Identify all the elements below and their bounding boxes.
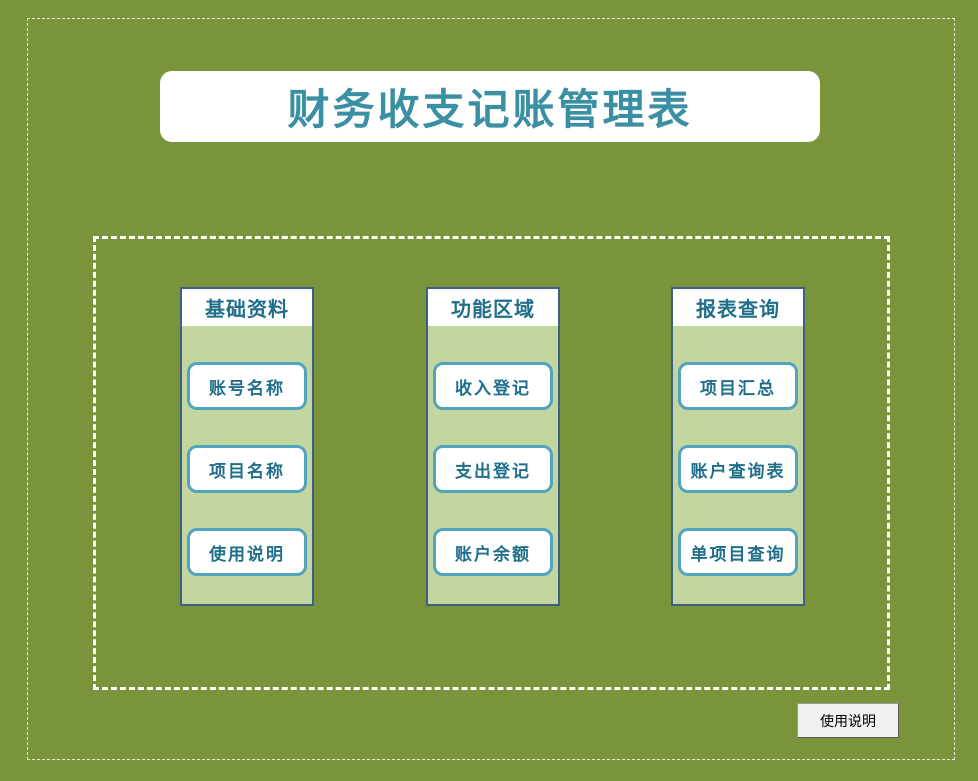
income-entry-button[interactable]: 收入登记 <box>433 362 553 410</box>
panel-header-reports: 报表查询 <box>673 289 803 326</box>
item-name-button[interactable]: 项目名称 <box>187 445 307 493</box>
panel-reports: 报表查询 项目汇总 账户查询表 单项目查询 <box>671 287 805 606</box>
expense-entry-button[interactable]: 支出登记 <box>433 445 553 493</box>
panel-header-functions: 功能区域 <box>428 289 558 326</box>
panel-functions: 功能区域 收入登记 支出登记 账户余额 <box>426 287 560 606</box>
title-banner: 财务收支记账管理表 <box>160 71 820 142</box>
help-button[interactable]: 使用说明 <box>797 703 899 738</box>
item-summary-button[interactable]: 项目汇总 <box>678 362 798 410</box>
single-item-query-button[interactable]: 单项目查询 <box>678 528 798 576</box>
inner-dashed-frame <box>93 236 890 690</box>
outer-dashed-frame <box>27 18 955 760</box>
page-title: 财务收支记账管理表 <box>287 85 693 134</box>
panel-basic-data: 基础资料 账号名称 项目名称 使用说明 <box>180 287 314 606</box>
panel-header-basic-data: 基础资料 <box>182 289 312 326</box>
account-name-button[interactable]: 账号名称 <box>187 362 307 410</box>
instructions-button[interactable]: 使用说明 <box>187 528 307 576</box>
account-balance-button[interactable]: 账户余额 <box>433 528 553 576</box>
account-query-button[interactable]: 账户查询表 <box>678 445 798 493</box>
